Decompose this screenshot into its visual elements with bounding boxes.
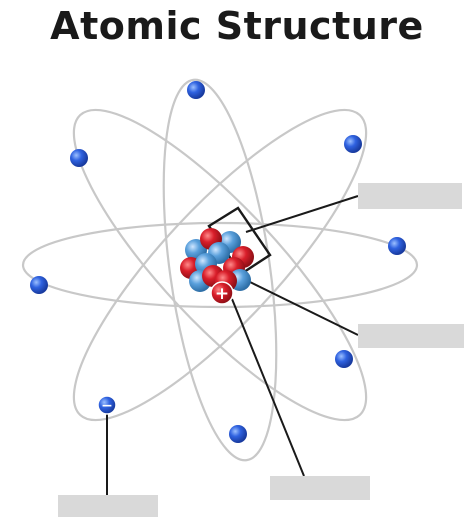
orbit-diagonal-a — [72, 108, 368, 422]
electron-minus-sign: − — [101, 398, 113, 414]
label-box-nucleus[interactable] — [358, 183, 462, 209]
electrons: − — [30, 81, 406, 443]
electron — [229, 425, 247, 443]
orbit-diagonal-b — [72, 108, 368, 422]
electron-minus-icon — [97, 395, 117, 415]
label-box-proton[interactable] — [270, 476, 370, 500]
orbits — [21, 78, 419, 462]
leader-line-1 — [245, 195, 359, 233]
orbit-horizontal — [21, 221, 419, 309]
diagram-title: Atomic Structure — [50, 4, 424, 48]
leader-lines — [106, 195, 359, 495]
leader-line-3 — [231, 298, 305, 477]
electron — [187, 81, 205, 99]
nucleus: + — [180, 228, 254, 305]
leader-line-2 — [249, 281, 359, 336]
label-box-electron[interactable] — [58, 495, 158, 517]
label-box-neutron[interactable] — [358, 324, 464, 348]
electron — [344, 135, 362, 153]
proton-plus-icon — [210, 281, 234, 305]
orbit-vertical — [162, 78, 278, 462]
electron — [70, 149, 88, 167]
electron — [335, 350, 353, 368]
electron — [388, 237, 406, 255]
electron — [30, 276, 48, 294]
proton-plus-sign: + — [215, 284, 229, 304]
